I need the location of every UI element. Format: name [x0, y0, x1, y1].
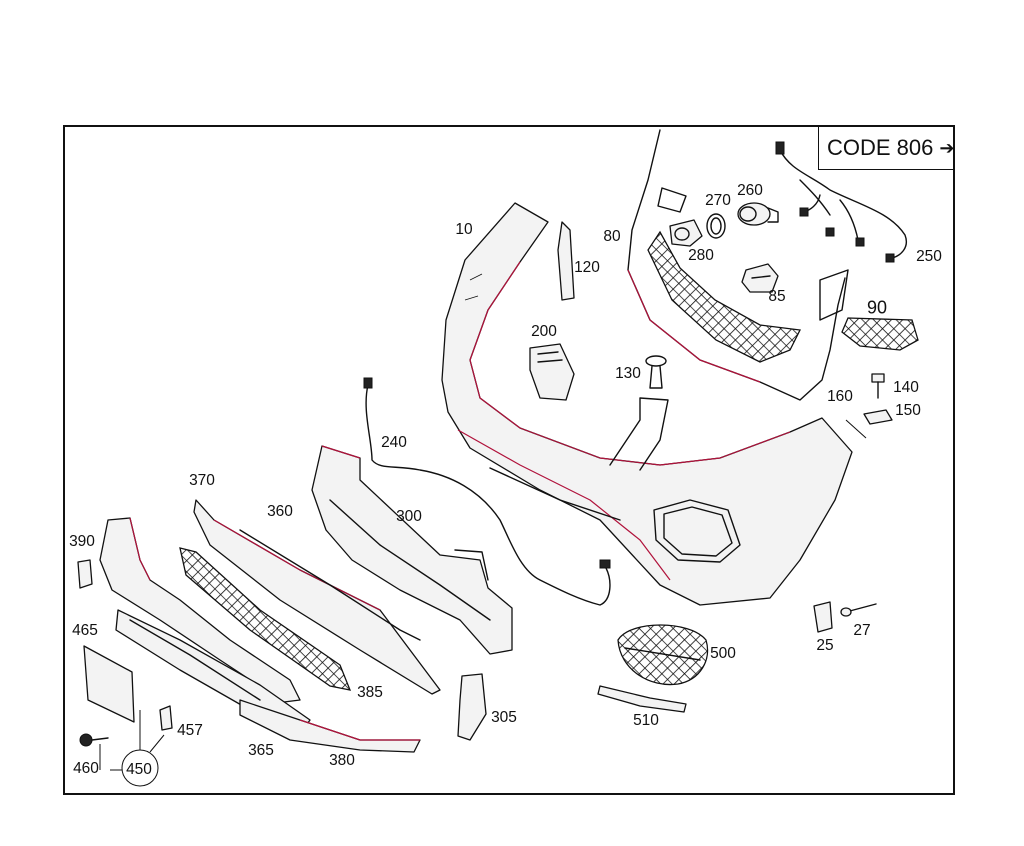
- bumper-cover-part[interactable]: [441, 202, 853, 606]
- callout-120: 120: [574, 259, 600, 276]
- bracket-305-part[interactable]: [457, 673, 487, 741]
- lower-grille-385-part[interactable]: [179, 547, 352, 691]
- emblem-grille-500-part[interactable]: [617, 624, 709, 686]
- sensor-85-part[interactable]: [741, 263, 779, 293]
- callout-240: 240: [381, 434, 407, 451]
- side-cover-390-part[interactable]: [77, 517, 301, 703]
- grille-carrier-part[interactable]: [627, 129, 849, 401]
- callout-160-leader: [845, 419, 867, 439]
- callout-250: 250: [916, 248, 942, 265]
- screw-27-part[interactable]: [840, 603, 877, 617]
- nut-150-part[interactable]: [863, 409, 893, 425]
- trim-370-part[interactable]: [193, 499, 441, 695]
- chrome-strip-510-part[interactable]: [597, 685, 687, 713]
- callout-500: 500: [710, 645, 736, 662]
- set-450-leaders: [99, 710, 165, 771]
- callout-25: 25: [816, 637, 834, 654]
- plate-bracket-465-part[interactable]: [83, 645, 135, 723]
- code-806-link[interactable]: CODE 806 ➔: [818, 127, 955, 170]
- screw-460-part[interactable]: [79, 733, 109, 747]
- callout-160: 160: [827, 388, 853, 405]
- callout-270: 270: [705, 192, 731, 209]
- sensor-ring-270-part[interactable]: [706, 213, 726, 239]
- sensor-bracket-280-part[interactable]: [669, 219, 703, 247]
- screw-140-part[interactable]: [871, 373, 885, 399]
- callout-90: 90: [866, 297, 888, 318]
- control-module-200-part[interactable]: [529, 343, 575, 401]
- callout-380: 380: [329, 752, 355, 769]
- callout-130: 130: [615, 365, 641, 382]
- right-arrow-icon: ➔: [939, 137, 955, 158]
- code-label: CODE 806: [827, 135, 934, 160]
- callout-140: 140: [893, 379, 919, 396]
- callout-80: 80: [603, 228, 621, 245]
- strip-360-part[interactable]: [239, 529, 421, 641]
- callout-365: 365: [248, 742, 274, 759]
- callout-460: 460: [73, 760, 99, 777]
- callout-370: 370: [189, 472, 215, 489]
- callout-200: 200: [531, 323, 557, 340]
- callout-280: 280: [688, 247, 714, 264]
- bracket-120-part[interactable]: [557, 221, 575, 301]
- callout-85: 85: [768, 288, 786, 305]
- spoiler-380-part[interactable]: [239, 699, 421, 753]
- callout-360: 360: [267, 503, 293, 520]
- clip-457-part[interactable]: [159, 705, 173, 731]
- callout-390: 390: [69, 533, 95, 550]
- callout-10: 10: [455, 221, 473, 238]
- clip-130-part[interactable]: [645, 355, 667, 389]
- absorber-300-part[interactable]: [311, 445, 513, 655]
- callout-300: 300: [396, 508, 422, 525]
- callout-510: 510: [633, 712, 659, 729]
- callout-457: 457: [177, 722, 203, 739]
- side-grille-insert-part[interactable]: [841, 317, 919, 351]
- wiring-harness-250-part[interactable]: [775, 141, 907, 263]
- callout-450: 450: [126, 761, 152, 778]
- diagram-frame: [63, 125, 955, 795]
- callout-150: 150: [895, 402, 921, 419]
- callout-305: 305: [491, 709, 517, 726]
- callout-27: 27: [853, 622, 871, 639]
- callout-260: 260: [737, 182, 763, 199]
- wiring-240-part[interactable]: [363, 377, 611, 606]
- sensor-260-part[interactable]: [737, 202, 779, 226]
- bracket-25-part[interactable]: [813, 601, 833, 633]
- callout-465: 465: [72, 622, 98, 639]
- callout-385: 385: [357, 684, 383, 701]
